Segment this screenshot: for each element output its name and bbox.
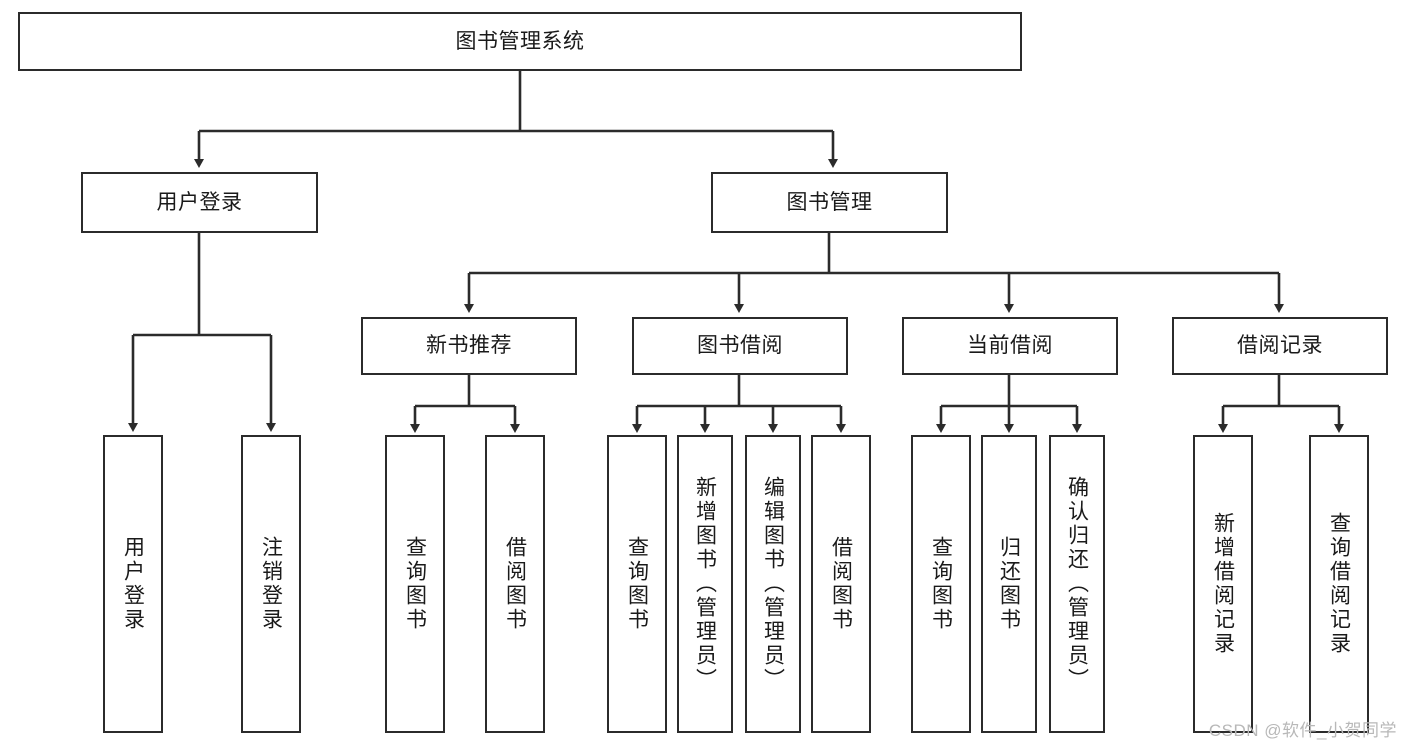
node-user-login[interactable]: 用户登录 (81, 172, 318, 233)
leaf-add-book-label: 新增图书（管理员） (693, 476, 717, 692)
node-new-book-recommend-label: 新书推荐 (426, 334, 512, 358)
leaf-confirm-return[interactable]: 确认归还（管理员） (1049, 435, 1105, 733)
leaf-query-borrow-record-label: 查询借阅记录 (1327, 512, 1351, 656)
leaf-add-borrow-record[interactable]: 新增借阅记录 (1193, 435, 1253, 733)
leaf-query-book-3[interactable]: 查询图书 (911, 435, 971, 733)
node-book-management-label: 图书管理 (786, 190, 873, 214)
node-book-borrow-label: 图书借阅 (697, 334, 783, 358)
leaf-add-borrow-record-label: 新增借阅记录 (1211, 512, 1235, 656)
node-new-book-recommend[interactable]: 新书推荐 (361, 317, 577, 375)
leaf-logout-login[interactable]: 注销登录 (241, 435, 301, 733)
leaf-borrow-book-1-label: 借阅图书 (503, 536, 527, 632)
leaf-borrow-book-1[interactable]: 借阅图书 (485, 435, 545, 733)
csdn-watermark: CSDN @软件_小贺同学 (1208, 721, 1397, 740)
node-current-borrow-label: 当前借阅 (967, 334, 1053, 358)
node-book-management[interactable]: 图书管理 (711, 172, 948, 233)
leaf-user-login-label: 用户登录 (121, 536, 145, 632)
node-book-borrow[interactable]: 图书借阅 (632, 317, 848, 375)
leaf-add-book[interactable]: 新增图书（管理员） (677, 435, 733, 733)
leaf-return-book-label: 归还图书 (997, 536, 1021, 632)
node-borrow-record[interactable]: 借阅记录 (1172, 317, 1388, 375)
leaf-borrow-book-2[interactable]: 借阅图书 (811, 435, 871, 733)
leaf-borrow-book-2-label: 借阅图书 (829, 536, 853, 632)
leaf-confirm-return-label: 确认归还（管理员） (1065, 476, 1089, 692)
node-root-label: 图书管理系统 (455, 29, 585, 53)
leaf-edit-book[interactable]: 编辑图书（管理员） (745, 435, 801, 733)
leaf-user-login[interactable]: 用户登录 (103, 435, 163, 733)
leaf-query-borrow-record[interactable]: 查询借阅记录 (1309, 435, 1369, 733)
node-borrow-record-label: 借阅记录 (1237, 334, 1323, 358)
leaf-query-book-2[interactable]: 查询图书 (607, 435, 667, 733)
node-current-borrow[interactable]: 当前借阅 (902, 317, 1118, 375)
leaf-query-book-1[interactable]: 查询图书 (385, 435, 445, 733)
leaf-query-book-3-label: 查询图书 (929, 536, 953, 632)
leaf-query-book-1-label: 查询图书 (403, 536, 427, 632)
node-root[interactable]: 图书管理系统 (18, 12, 1022, 71)
leaf-query-book-2-label: 查询图书 (625, 536, 649, 632)
leaf-logout-login-label: 注销登录 (259, 536, 283, 632)
leaf-edit-book-label: 编辑图书（管理员） (761, 476, 785, 692)
node-user-login-label: 用户登录 (156, 190, 243, 214)
leaf-return-book[interactable]: 归还图书 (981, 435, 1037, 733)
